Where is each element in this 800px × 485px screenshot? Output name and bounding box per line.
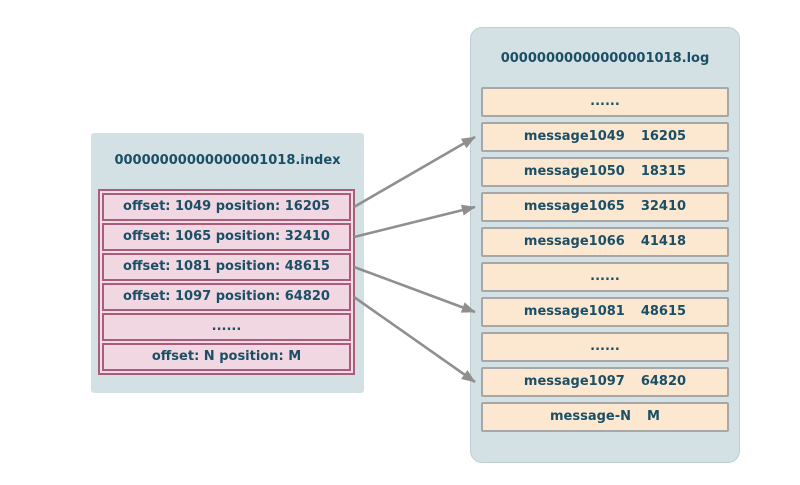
log-row-label: ...... (590, 339, 620, 354)
log-row: message1066 41418 (481, 227, 729, 257)
log-row-label: message-N (550, 409, 632, 424)
log-row-value: 32410 (640, 199, 687, 214)
log-row-value: 48615 (640, 304, 687, 319)
log-row: message1049 16205 (481, 122, 729, 152)
log-row-value: M (647, 409, 660, 424)
index-row: ...... (102, 313, 351, 341)
log-row: ...... (481, 87, 729, 117)
index-file-title: 00000000000000001018.index (114, 153, 341, 168)
log-row: ...... (481, 262, 729, 292)
log-row-value: 41418 (640, 234, 687, 249)
log-row-value: 18315 (640, 164, 687, 179)
log-row-label: ...... (590, 269, 620, 284)
log-row-label: message1066 (523, 234, 625, 249)
log-row-label: ...... (590, 94, 620, 109)
index-to-log-arrow (353, 204, 476, 239)
log-row: ...... (481, 332, 729, 362)
log-row-label: message1049 (523, 129, 625, 144)
index-row: offset: 1081 position: 48615 (102, 253, 351, 281)
log-row: message1081 48615 (481, 297, 729, 327)
log-row-label: message1065 (523, 199, 625, 214)
index-row: offset: 1097 position: 64820 (102, 283, 351, 311)
log-row-label: message1050 (523, 164, 625, 179)
log-file-title: 00000000000000001018.log (500, 51, 710, 66)
log-row-value: 16205 (640, 129, 687, 144)
index-to-log-arrow (353, 265, 476, 314)
log-row-label: message1081 (523, 304, 625, 319)
index-to-log-arrow (353, 295, 476, 384)
log-row-value: 64820 (640, 374, 687, 389)
log-row: message1097 64820 (481, 367, 729, 397)
index-file-box: 00000000000000001018.index offset: 1049 … (91, 133, 364, 393)
index-row: offset: 1065 position: 32410 (102, 223, 351, 251)
log-row: message1050 18315 (481, 157, 729, 187)
log-row: message-N M (481, 402, 729, 432)
log-file-box: 00000000000000001018.log ...... message10… (470, 27, 740, 463)
index-row: offset: N position: M (102, 343, 351, 371)
index-row: offset: 1049 position: 16205 (102, 193, 351, 221)
index-to-log-arrow (353, 135, 476, 209)
log-row-label: message1097 (523, 374, 625, 389)
log-row: message1065 32410 (481, 192, 729, 222)
